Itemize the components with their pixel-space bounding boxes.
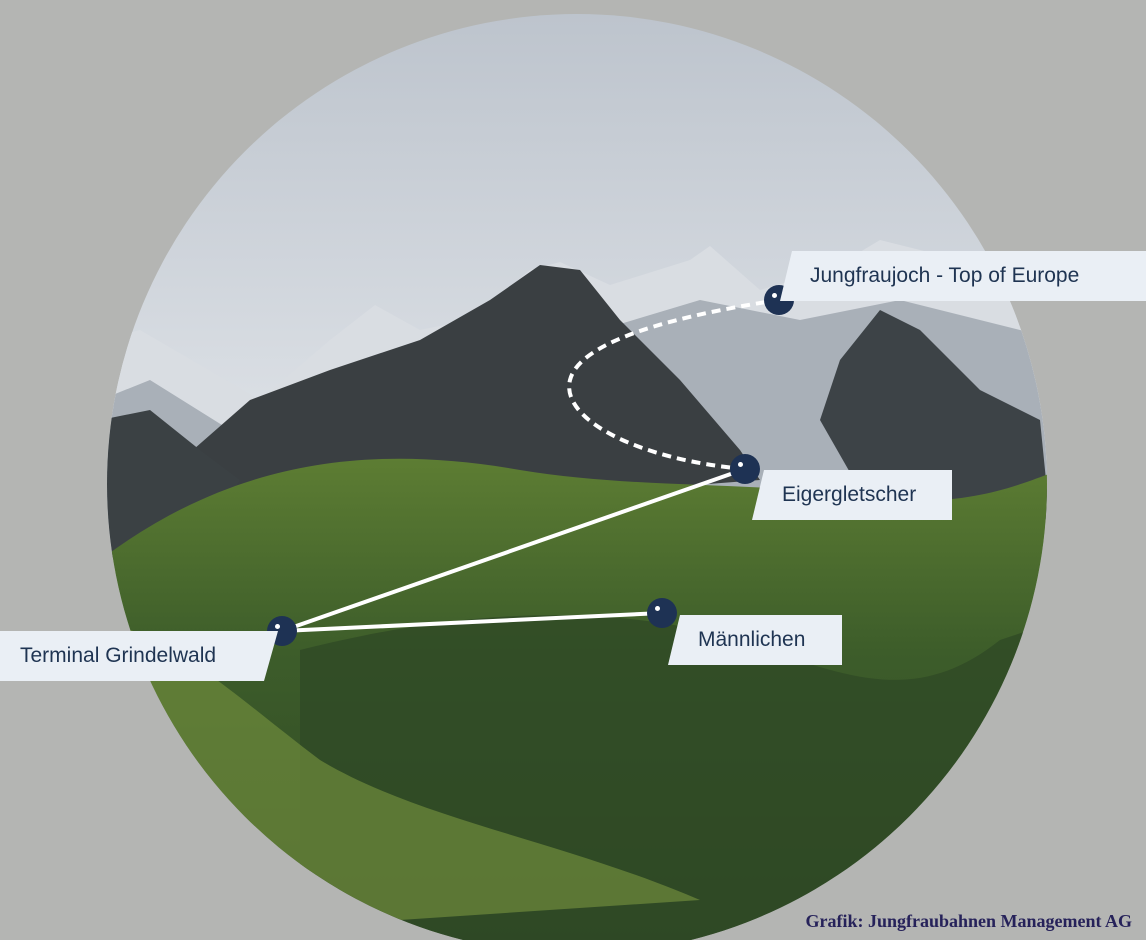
label-eigergletscher: Eigergletscher (752, 470, 952, 520)
label-maennlichen: Männlichen (668, 615, 842, 665)
route-eigergletscher-jungfraujoch (567, 298, 780, 471)
route-grindelwald-maennlichen (281, 611, 663, 633)
label-terminal-grindelwald: Terminal Grindelwald (0, 631, 278, 681)
label-jungfraujoch: Jungfraujoch - Top of Europe (780, 251, 1146, 301)
marker-eigergletscher[interactable] (730, 454, 760, 484)
route-grindelwald-eigergletscher (281, 467, 746, 633)
marker-maennlichen[interactable] (647, 598, 677, 628)
image-credit: Grafik: Jungfraubahnen Management AG (805, 911, 1132, 931)
